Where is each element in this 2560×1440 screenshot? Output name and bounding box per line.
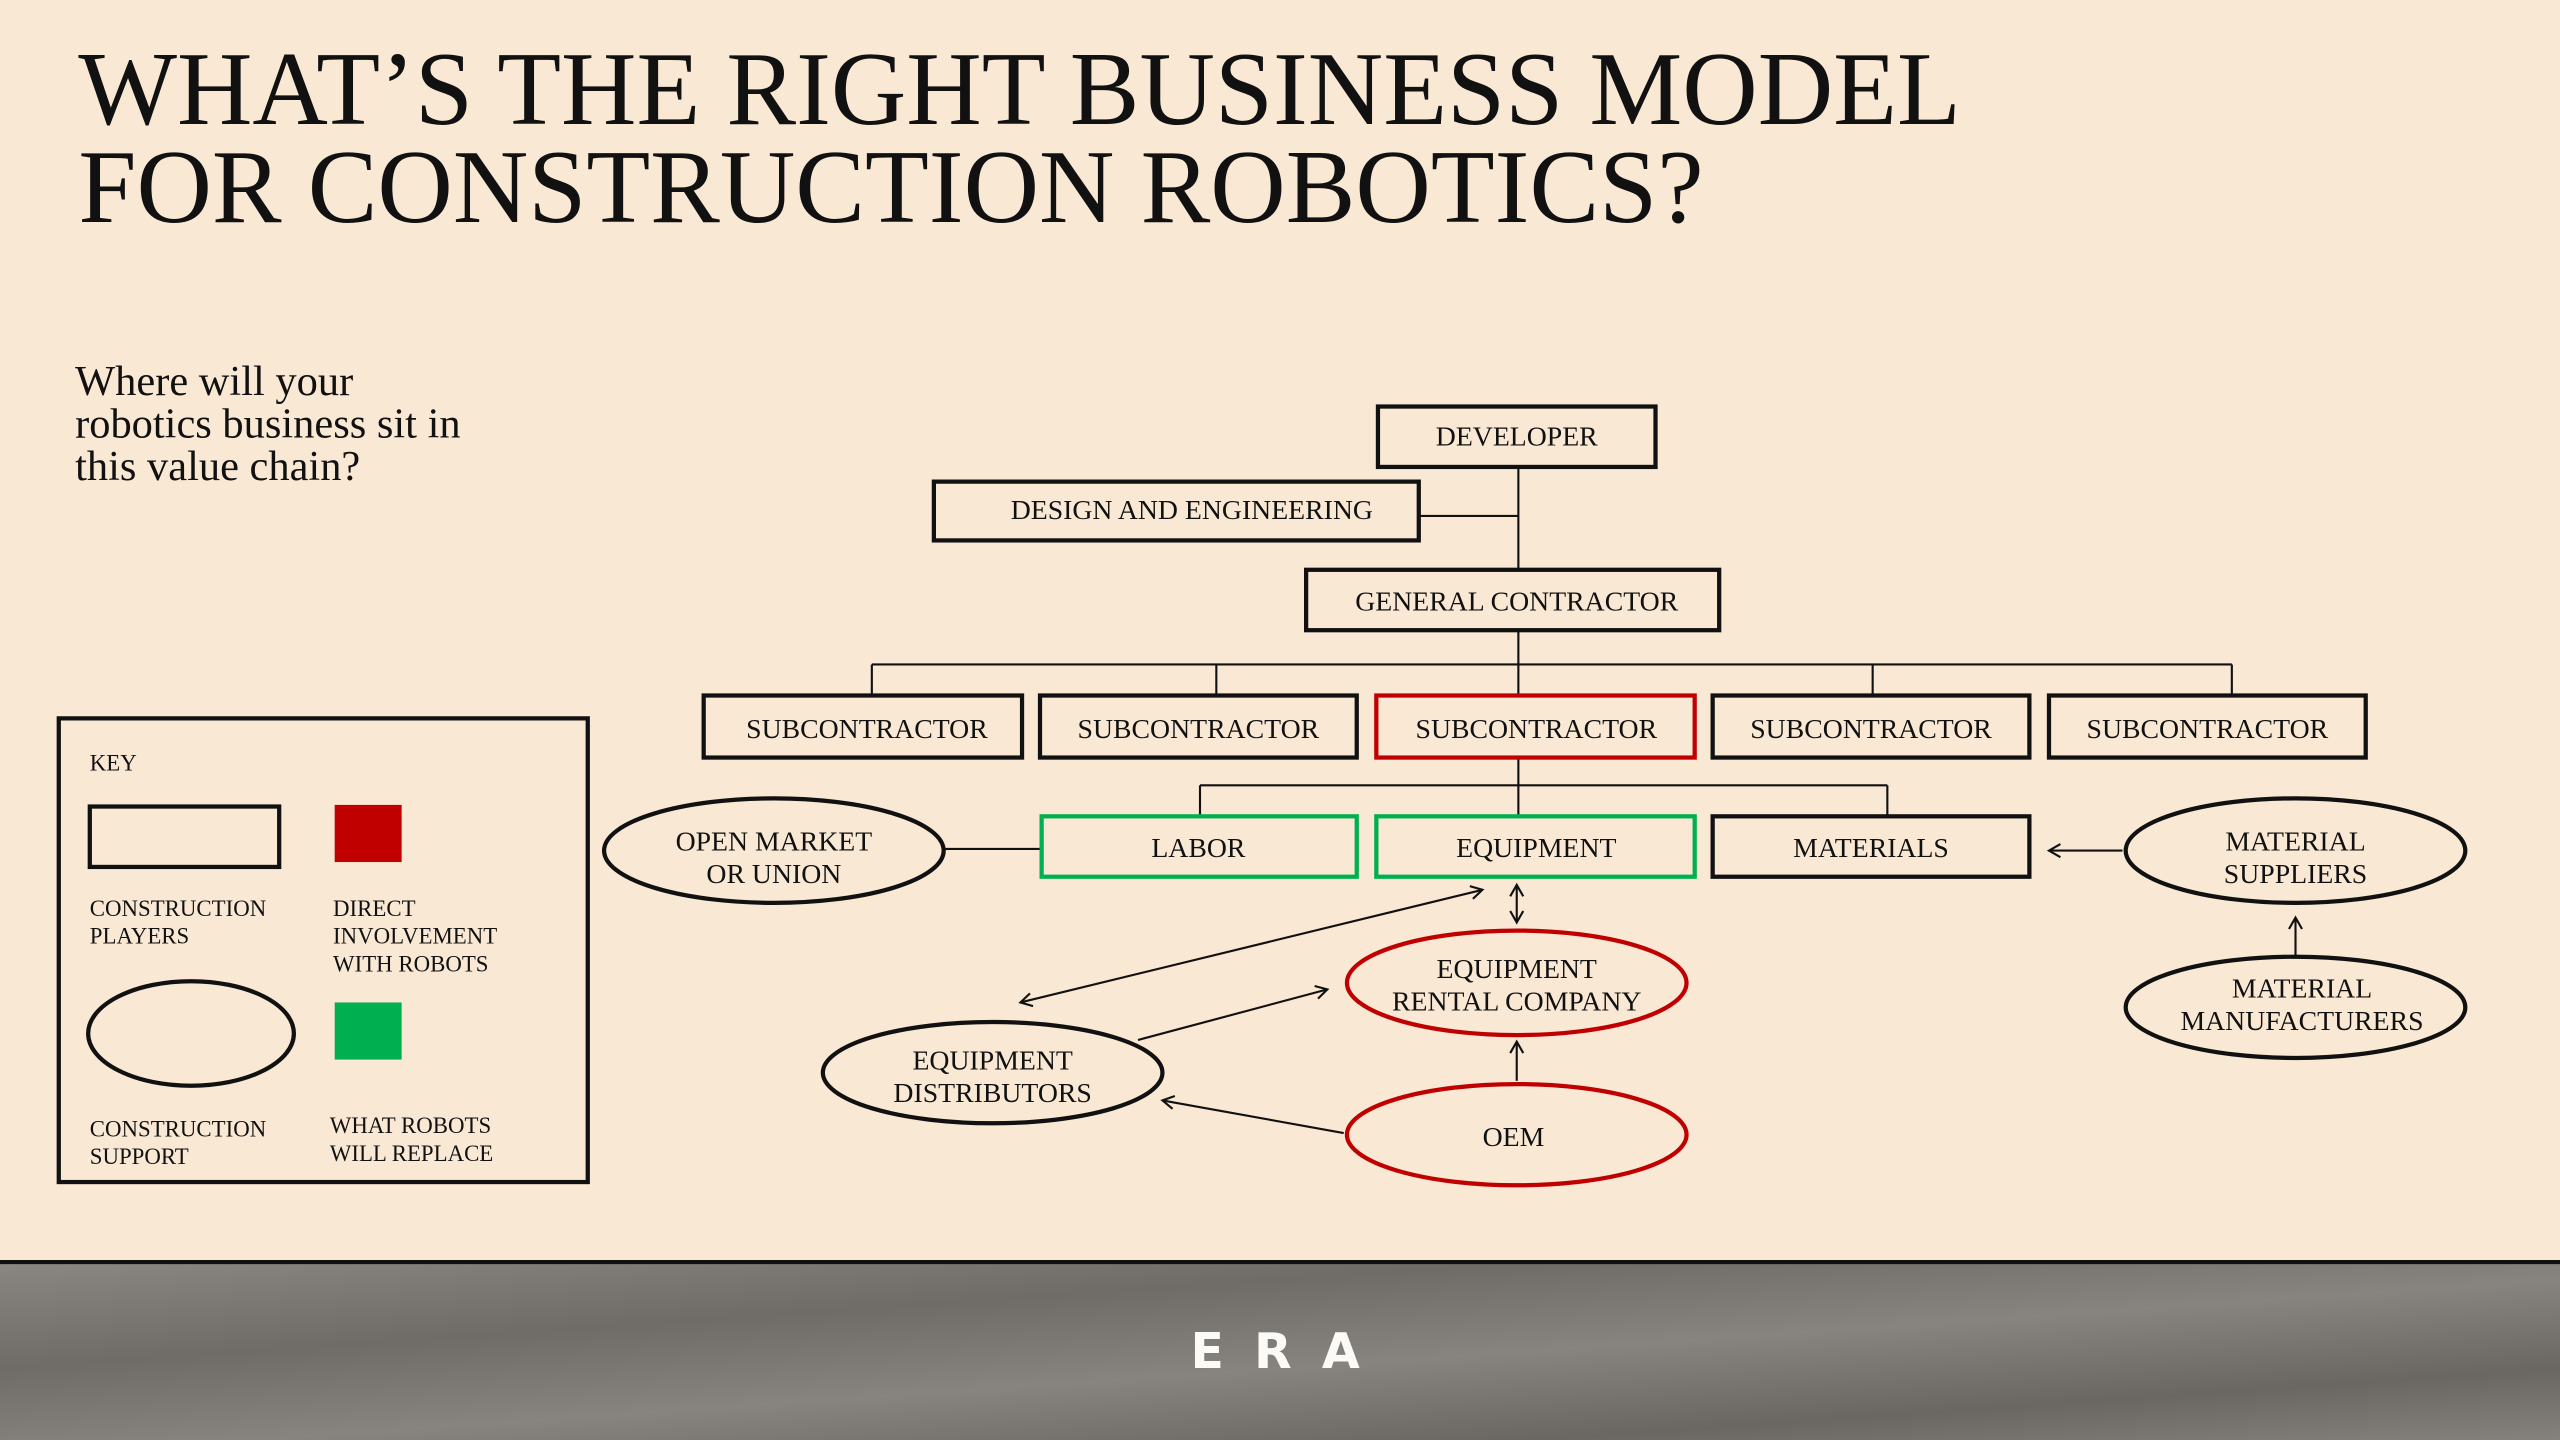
svg-text:OEM: OEM (1483, 1122, 1545, 1153)
svg-text:OPEN MARKET: OPEN MARKET (676, 827, 873, 858)
node-label: MATERIALS (1793, 833, 1949, 864)
svg-text:WITH ROBOTS: WITH ROBOTS (333, 951, 488, 976)
svg-text:DIRECT: DIRECT (333, 896, 416, 921)
svg-text:SUPPORT: SUPPORT (90, 1144, 189, 1169)
node-subcontractor-5: SUBCONTRACTOR (2046, 693, 2368, 760)
svg-text:WHAT ROBOTS: WHAT ROBOTS (330, 1113, 491, 1138)
era-logo: E R A (1190, 1323, 1366, 1380)
slide-background (0, 0, 2560, 1262)
svg-text:OR UNION: OR UNION (706, 859, 841, 890)
legend-title: KEY (90, 751, 137, 776)
node-equipment: EQUIPMENT (1374, 814, 1697, 879)
node-label: SUBCONTRACTOR (746, 714, 988, 745)
node-subcontractor-3-robots: SUBCONTRACTOR (1374, 693, 1697, 760)
svg-text:SUPPLIERS: SUPPLIERS (2224, 859, 2367, 890)
node-equipment-distributors: EQUIPMENT DISTRIBUTORS (820, 1019, 1165, 1126)
node-material-suppliers: MATERIAL SUPPLIERS (2123, 796, 2468, 905)
subtitle-line-2: robotics business sit in (75, 401, 460, 448)
svg-text:DISTRIBUTORS: DISTRIBUTORS (893, 1078, 1091, 1109)
svg-text:RENTAL COMPANY: RENTAL COMPANY (1392, 987, 1641, 1018)
node-material-manufacturers: MATERIAL MANUFACTURERS (2123, 954, 2468, 1061)
node-label: GENERAL CONTRACTOR (1355, 587, 1678, 618)
node-label: EQUIPMENT (1456, 833, 1616, 864)
svg-text:CONSTRUCTION: CONSTRUCTION (90, 896, 266, 921)
node-subcontractor-4: SUBCONTRACTOR (1710, 693, 2032, 760)
legend-rect-swatch (87, 804, 282, 870)
node-label: LABOR (1151, 833, 1246, 864)
legend-red-swatch (334, 804, 402, 863)
svg-text:PLAYERS: PLAYERS (90, 924, 189, 949)
node-general-contractor: GENERAL CONTRACTOR (1304, 567, 1722, 633)
svg-text:EQUIPMENT: EQUIPMENT (912, 1045, 1072, 1076)
svg-text:MATERIAL: MATERIAL (2232, 974, 2372, 1005)
legend-green-swatch (334, 1002, 402, 1060)
node-label: SUBCONTRACTOR (1078, 714, 1320, 745)
node-label: SUBCONTRACTOR (1750, 714, 1992, 745)
node-labor: LABOR (1039, 814, 1359, 879)
node-developer: DEVELOPER (1375, 404, 1658, 470)
node-oem: OEM (1344, 1081, 1689, 1188)
svg-text:INVOLVEMENT: INVOLVEMENT (333, 924, 497, 949)
node-label: DESIGN AND ENGINEERING (1011, 495, 1373, 526)
svg-text:CONSTRUCTION: CONSTRUCTION (90, 1116, 266, 1141)
node-subcontractor-1: SUBCONTRACTOR (701, 693, 1025, 760)
title-line-1: WHAT’S THE RIGHT BUSINESS MODEL (78, 31, 1960, 147)
svg-text:EQUIPMENT: EQUIPMENT (1437, 954, 1597, 985)
legend-key: KEY CONSTRUCTION PLAYERS DIRECT INVOLVEM… (56, 716, 590, 1185)
subtitle-line-1: Where will your (75, 358, 353, 405)
svg-text:WILL REPLACE: WILL REPLACE (330, 1141, 493, 1166)
node-label: SUBCONTRACTOR (2087, 714, 2329, 745)
svg-text:MATERIAL: MATERIAL (2225, 827, 2365, 858)
node-materials: MATERIALS (1710, 814, 2032, 879)
node-label: DEVELOPER (1436, 422, 1598, 453)
subtitle-line-3: this value chain? (75, 443, 360, 490)
node-equipment-rental: EQUIPMENT RENTAL COMPANY (1344, 928, 1689, 1038)
footer: E R A (0, 1260, 2560, 1440)
svg-text:MANUFACTURERS: MANUFACTURERS (2180, 1006, 2423, 1037)
node-design-engineering: DESIGN AND ENGINEERING (931, 479, 1421, 543)
title-line-2: FOR CONSTRUCTION ROBOTICS? (78, 129, 1703, 245)
legend-ellipse-swatch (86, 979, 296, 1088)
connectors (870, 466, 2303, 1135)
node-open-market: OPEN MARKET OR UNION (601, 796, 946, 905)
node-label: SUBCONTRACTOR (1416, 714, 1658, 745)
node-subcontractor-2: SUBCONTRACTOR (1037, 693, 1359, 760)
